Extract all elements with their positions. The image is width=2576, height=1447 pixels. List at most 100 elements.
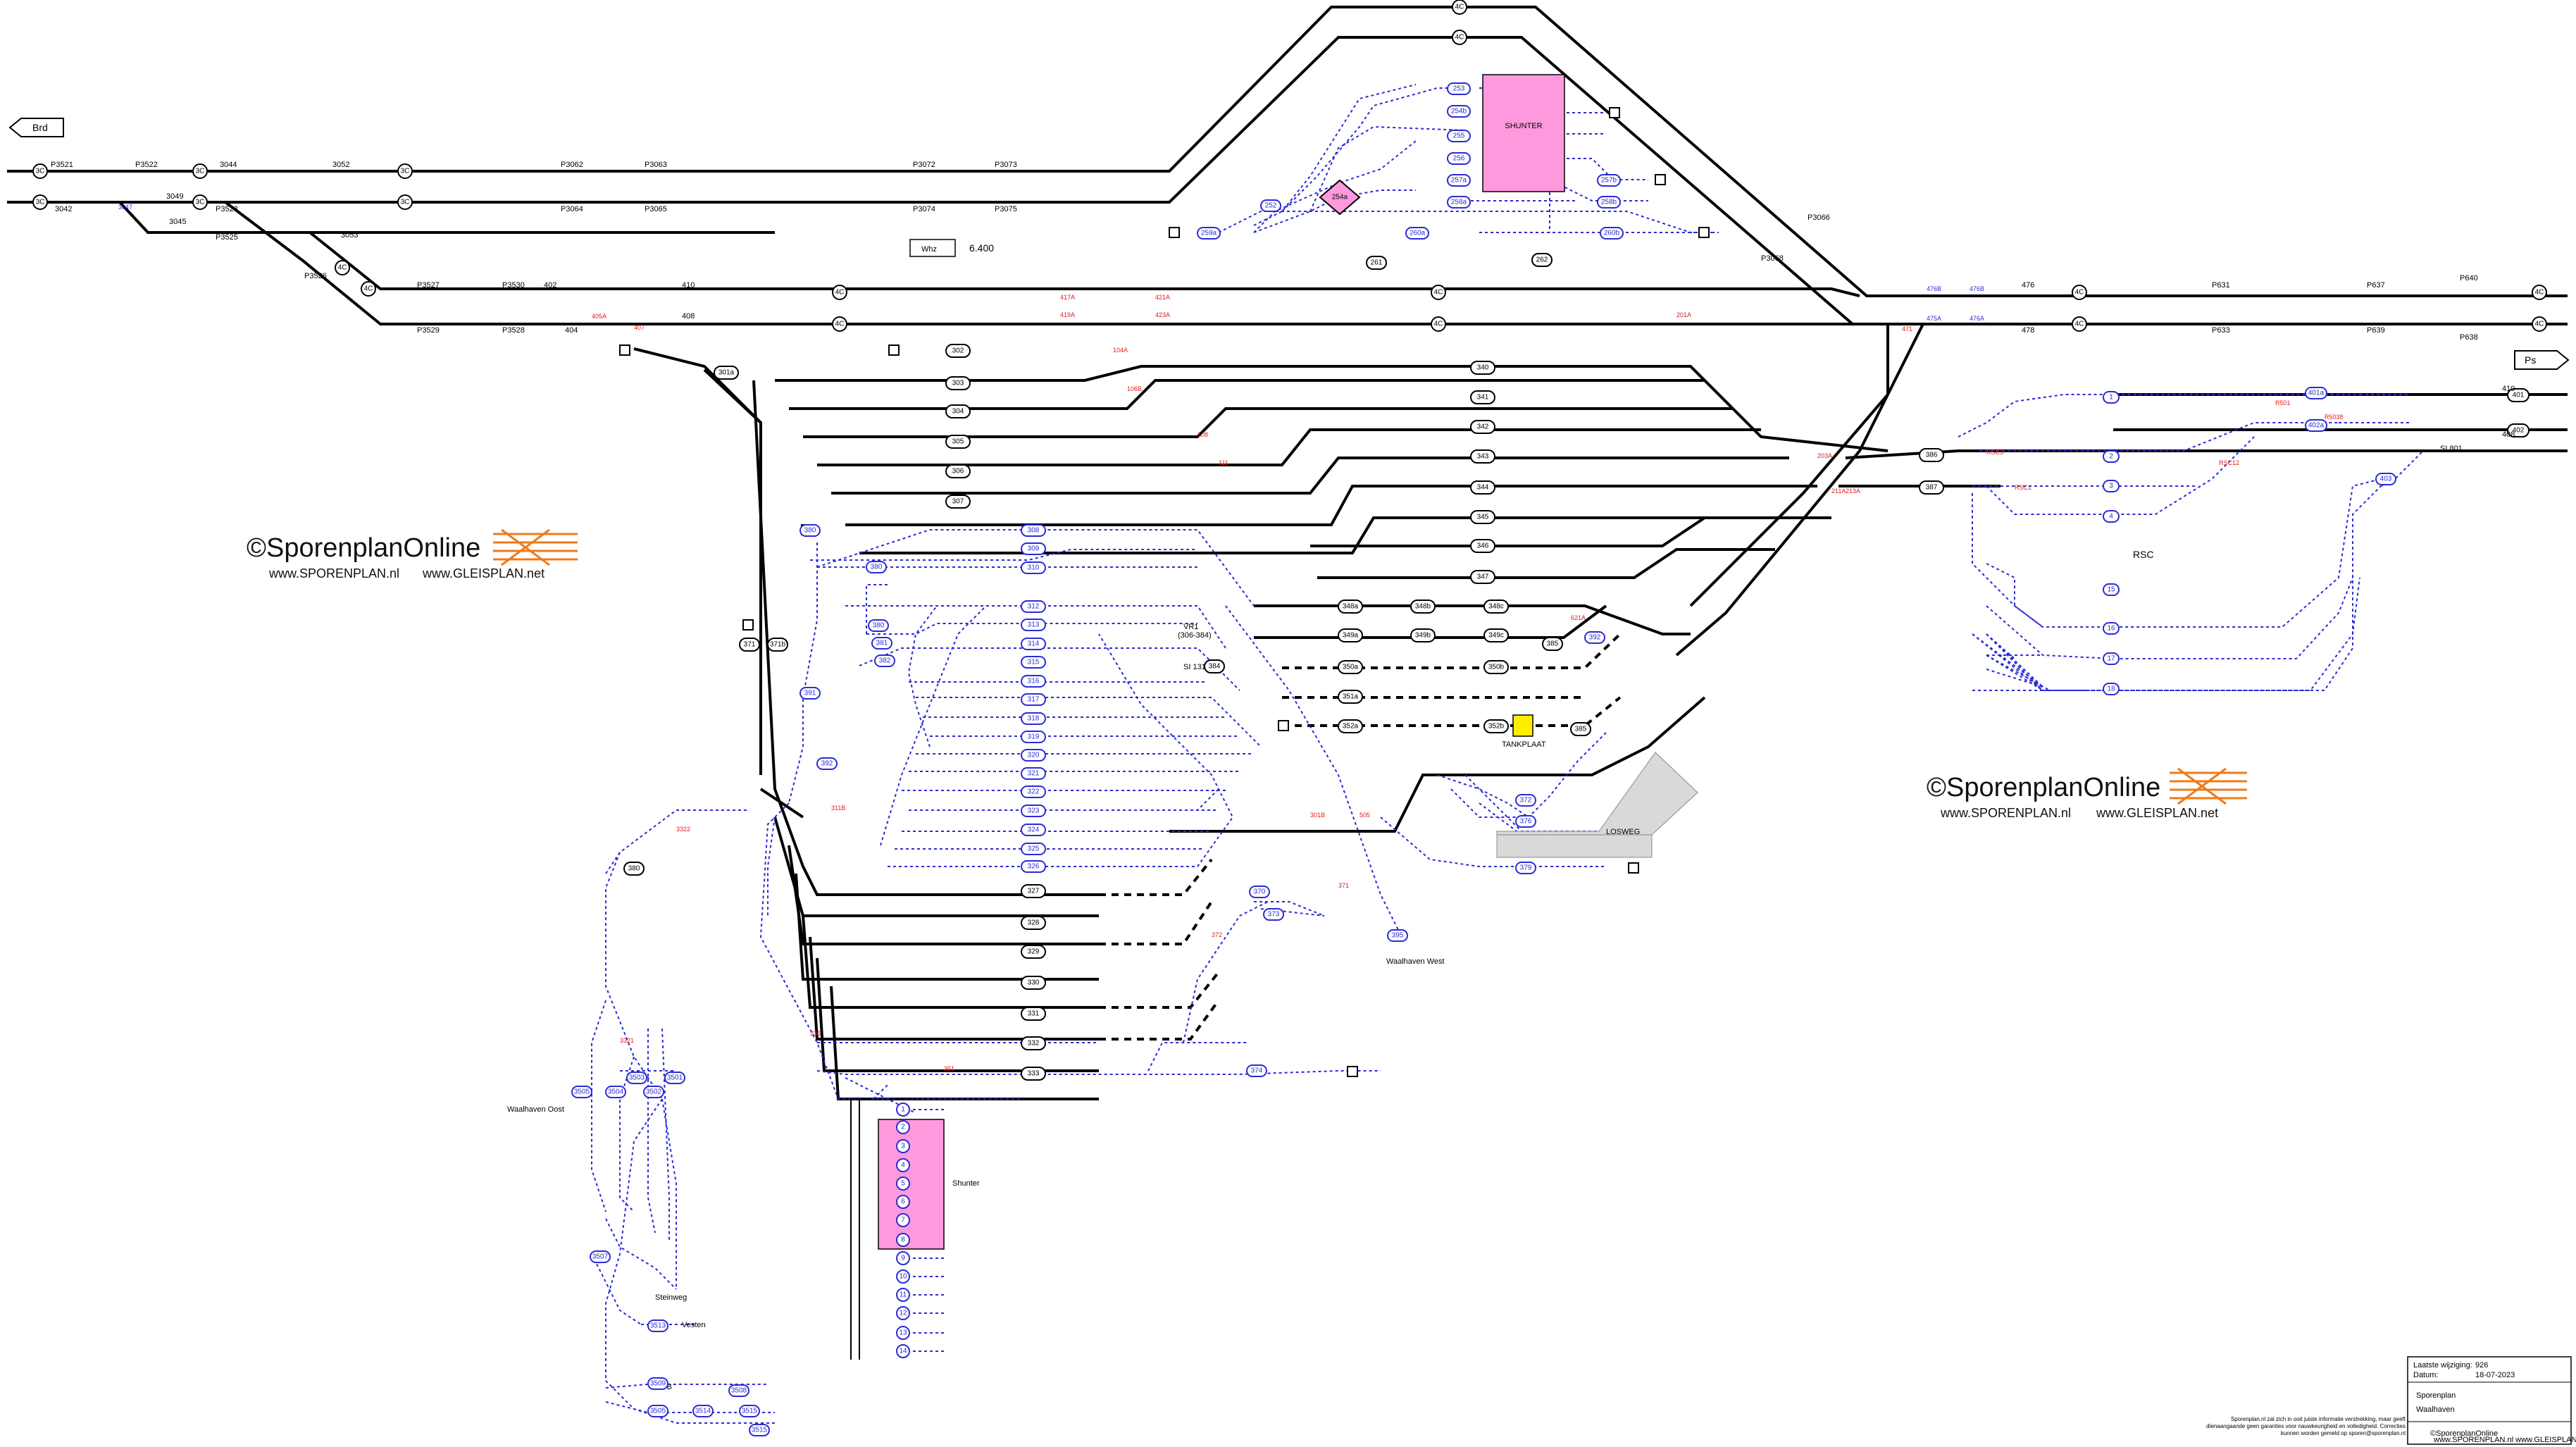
yard-track-node[interactable]: 254b [1447, 105, 1471, 118]
oost-track-node[interactable]: 3514 [692, 1405, 714, 1417]
track-node[interactable]: 402 [2507, 423, 2530, 437]
track-node[interactable]: 348a [1338, 600, 1363, 614]
yard-track-node[interactable]: 391 [799, 687, 821, 700]
yard-track-node[interactable]: 392 [1584, 631, 1605, 644]
rsc-track-node[interactable]: 3 [2103, 480, 2120, 492]
yard-track-node[interactable]: 259a [1197, 227, 1221, 240]
oost-track-node[interactable]: 3504 [605, 1086, 626, 1098]
track-node[interactable]: 385 [1542, 637, 1563, 651]
track-node[interactable]: 380 [623, 862, 645, 876]
yard-track-node[interactable]: 253 [1447, 82, 1471, 95]
track-node[interactable]: 401 [2507, 388, 2530, 402]
rsc-track-node[interactable]: 17 [2103, 652, 2120, 665]
yard-track-node[interactable]: 324 [1021, 824, 1046, 836]
yard-track-node[interactable]: 317 [1021, 693, 1046, 706]
track-node[interactable]: 349a [1338, 628, 1363, 642]
rsc-track-node[interactable]: 15 [2103, 583, 2120, 596]
yard-track-node[interactable]: 380 [799, 524, 821, 537]
line-marker[interactable]: 4C [361, 281, 376, 297]
line-marker[interactable]: 4C [2072, 316, 2087, 332]
rsc-track-node[interactable]: 402a [2305, 419, 2327, 432]
track-node[interactable]: 351a [1338, 690, 1363, 704]
yard-track-node[interactable]: 382 [874, 654, 895, 667]
shunter-track-node[interactable]: 7 [896, 1213, 910, 1227]
track-node[interactable]: 330 [1021, 976, 1046, 990]
oost-track-node[interactable]: 3513 [647, 1319, 668, 1332]
yard-track-node[interactable]: 370 [1249, 886, 1270, 898]
track-node[interactable]: 340 [1470, 361, 1495, 375]
shunter-track-node[interactable]: 4 [896, 1158, 910, 1172]
oost-track-node[interactable]: 3505 [647, 1405, 668, 1417]
yard-track-node[interactable]: 373 [1263, 908, 1284, 921]
track-node[interactable]: 261 [1366, 256, 1387, 270]
yard-track-node[interactable]: 316 [1021, 675, 1046, 688]
line-marker[interactable]: 4C [335, 260, 350, 275]
line-marker[interactable]: 3C [32, 194, 48, 210]
shunter-track-node[interactable]: 5 [896, 1176, 910, 1191]
track-node[interactable]: 348c [1483, 600, 1509, 614]
yard-track-node[interactable]: 376 [1515, 815, 1536, 828]
oost-track-node[interactable]: 3502 [643, 1086, 664, 1098]
track-node[interactable]: 350a [1338, 660, 1363, 674]
line-marker[interactable]: 4C [2532, 316, 2547, 332]
line-marker[interactable]: 4C [2072, 285, 2087, 300]
line-marker[interactable]: 4C [1452, 0, 1467, 15]
track-node[interactable]: 344 [1470, 480, 1495, 495]
track-node[interactable]: 307 [945, 495, 971, 509]
yard-track-node[interactable]: 313 [1021, 619, 1046, 631]
line-marker[interactable]: 4C [2532, 285, 2547, 300]
direction-right-box[interactable]: Ps [2514, 350, 2570, 370]
rsc-track-node[interactable]: 18 [2103, 683, 2120, 695]
yard-track-node[interactable]: 318 [1021, 712, 1046, 725]
line-marker[interactable]: 4C [832, 285, 847, 300]
yard-track-node[interactable]: 379 [1515, 862, 1536, 874]
yard-track-node[interactable]: 380 [868, 619, 889, 632]
line-marker[interactable]: 3C [192, 194, 208, 210]
line-marker[interactable]: 4C [1431, 285, 1446, 300]
track-node[interactable]: 341 [1470, 390, 1495, 404]
yard-track-node[interactable]: 372 [1515, 794, 1536, 807]
track-node[interactable]: 304 [945, 404, 971, 418]
line-marker[interactable]: 3C [397, 163, 413, 179]
rsc-track-node[interactable]: 2 [2103, 450, 2120, 463]
shunter-track-node[interactable]: 14 [896, 1344, 910, 1358]
yard-track-node[interactable]: 323 [1021, 805, 1046, 817]
oost-track-node[interactable]: 3509 [647, 1377, 668, 1390]
yard-track-node[interactable]: 258a [1447, 196, 1471, 209]
oost-track-node[interactable]: 3515 [739, 1405, 760, 1417]
line-marker[interactable]: 4C [1431, 316, 1446, 332]
track-node[interactable]: 331 [1021, 1007, 1046, 1021]
track-node[interactable]: 371 [739, 638, 760, 652]
track-node[interactable]: 262 [1531, 253, 1553, 267]
shunter-track-node[interactable]: 13 [896, 1326, 910, 1340]
track-node[interactable]: 305 [945, 435, 971, 449]
yard-track-node[interactable]: 374 [1246, 1064, 1267, 1077]
track-node[interactable]: 303 [945, 376, 971, 390]
oost-track-node[interactable]: 3503 [626, 1072, 647, 1084]
track-node[interactable]: 345 [1470, 510, 1495, 524]
track-node[interactable]: 371b [767, 638, 788, 652]
yard-track-node[interactable]: 322 [1021, 785, 1046, 798]
track-node[interactable]: 332 [1021, 1036, 1046, 1050]
yard-track-node[interactable]: 257a [1447, 174, 1471, 187]
yard-track-node[interactable]: 256 [1447, 152, 1471, 165]
shunter-track-node[interactable]: 11 [896, 1288, 910, 1302]
track-node[interactable]: 343 [1470, 449, 1495, 464]
track-node[interactable]: 352b [1483, 719, 1509, 733]
track-node[interactable]: 327 [1021, 884, 1046, 898]
oost-track-node[interactable]: 3507 [590, 1250, 611, 1263]
yard-track-node[interactable]: 315 [1021, 656, 1046, 669]
track-node[interactable]: 350b [1483, 660, 1509, 674]
track-node[interactable]: 306 [945, 464, 971, 478]
shunter-track-node[interactable]: 8 [896, 1233, 910, 1247]
yard-track-node[interactable]: 321 [1021, 767, 1046, 780]
direction-left-box[interactable]: Brd [8, 118, 64, 137]
rsc-track-node[interactable]: 401a [2305, 387, 2327, 399]
yard-track-node[interactable]: 309 [1021, 542, 1046, 555]
yard-track-node[interactable]: 258b [1597, 196, 1621, 209]
yard-track-node[interactable]: 380 [866, 561, 887, 573]
oost-track-node[interactable]: 3505 [571, 1086, 592, 1098]
track-node[interactable]: 385 [1570, 722, 1591, 736]
rsc-track-node[interactable]: 4 [2103, 510, 2120, 523]
track-node[interactable]: 329 [1021, 945, 1046, 959]
